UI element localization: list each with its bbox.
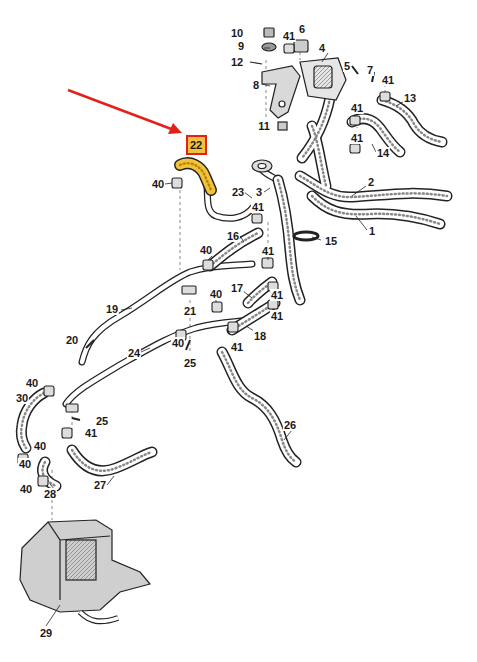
callout-number: 3 [255, 186, 263, 198]
callout-number: 41 [350, 132, 364, 144]
callout-number: 18 [253, 330, 267, 342]
callout-number: 30 [15, 392, 29, 404]
callout-number: 29 [39, 627, 53, 639]
callout-number: 1 [368, 225, 376, 237]
callout-number: 21 [183, 305, 197, 317]
callout-number: 25 [183, 357, 197, 369]
callout-number: 5 [343, 60, 351, 72]
callout-number: 40 [33, 440, 47, 452]
callout-number: 10 [230, 27, 244, 39]
callout-number: 41 [261, 245, 275, 257]
callout-number: 12 [230, 56, 244, 68]
callout-number: 25 [95, 415, 109, 427]
callout-number: 40 [199, 244, 213, 256]
callout-number: 40 [18, 458, 32, 470]
callout-number: 24 [127, 347, 141, 359]
callout-number: 4 [318, 42, 326, 54]
callout-number: 40 [209, 288, 223, 300]
callout-number: 41 [282, 30, 296, 42]
callout-number: 8 [252, 79, 260, 91]
callout-number: 40 [151, 178, 165, 190]
callout-number: 9 [237, 40, 245, 52]
callout-number: 41 [251, 201, 265, 213]
callout-number: 13 [403, 92, 417, 104]
callout-number: 19 [105, 303, 119, 315]
callout-number: 14 [376, 147, 390, 159]
callout-number: 27 [93, 479, 107, 491]
callout-number: 40 [25, 377, 39, 389]
callout-number: 41 [381, 74, 395, 86]
pointer-arrow [68, 90, 182, 134]
callout-number: 2 [367, 176, 375, 188]
callout-number: 16 [226, 230, 240, 242]
callout-number: 41 [230, 341, 244, 353]
callout-number: 26 [283, 419, 297, 431]
callout-number: 17 [230, 282, 244, 294]
callout-number: 22 [190, 139, 202, 151]
callout-number: 7 [366, 64, 374, 76]
callout-number: 11 [257, 120, 271, 132]
callout-number: 40 [171, 337, 185, 349]
callout-number: 20 [65, 334, 79, 346]
callout-number: 41 [270, 289, 284, 301]
callout-number: 23 [231, 186, 245, 198]
callout-number: 28 [43, 488, 57, 500]
callout-number: 41 [270, 310, 284, 322]
callout-number: 40 [19, 483, 33, 495]
highlighted-callout: 22 [186, 135, 207, 155]
callout-number: 6 [298, 23, 306, 35]
callout-number: 41 [350, 102, 364, 114]
callout-number: 15 [324, 235, 338, 247]
callout-number: 41 [84, 427, 98, 439]
